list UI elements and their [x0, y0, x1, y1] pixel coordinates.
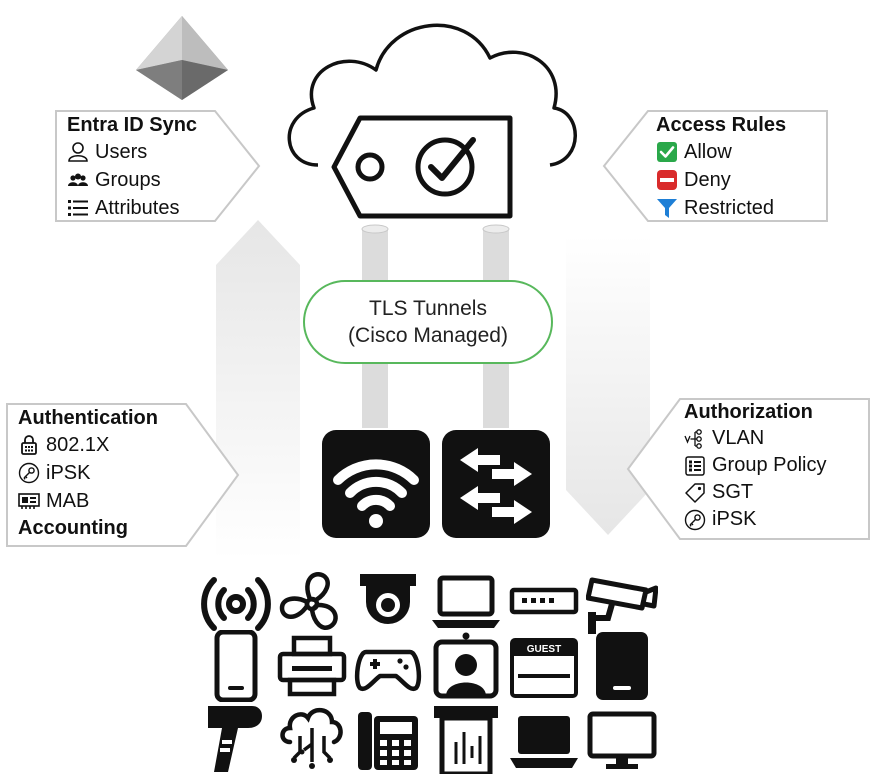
entra-item-attributes: Attributes [67, 194, 197, 222]
accounting-title: Accounting [18, 517, 128, 539]
access-item-allow: Allow [656, 138, 786, 166]
tls-subtitle: (Cisco Managed) [348, 324, 508, 347]
smartphone-icon [200, 630, 272, 702]
key-circle-icon [684, 509, 706, 531]
authz-item-label: Group Policy [712, 454, 827, 476]
panel-outline [626, 398, 870, 540]
vlan-icon [684, 428, 706, 450]
entra-id-sync-panel: Entra ID Sync Users Groups Attributes [55, 110, 261, 222]
authentication-panel: Authentication 802.1X iPSK MAB Accountin… [6, 403, 240, 547]
entra-item-label: Attributes [95, 197, 180, 219]
authorization-panel: Authorization VLAN Group Policy SGT iPSK [626, 398, 870, 540]
monitor-icon [586, 702, 658, 774]
laptop-icon [430, 568, 502, 640]
user-outline-icon [67, 141, 89, 163]
access-item-label: Allow [684, 141, 732, 163]
authz-item-vlan: VLAN [684, 425, 827, 452]
authz-item-label: VLAN [712, 427, 765, 449]
access-item-label: Restricted [684, 197, 775, 219]
auth-item-label: 802.1X [46, 434, 110, 456]
game-controller-icon [352, 630, 424, 702]
tls-tunnels-badge: TLS Tunnels (Cisco Managed) [303, 280, 553, 364]
auth-item-8021x: 802.1X [18, 431, 158, 459]
pos-terminal-icon [430, 702, 502, 774]
auth-item-label: MAB [46, 490, 90, 512]
access-rules-panel: Access Rules Allow Deny Restricted [602, 110, 828, 222]
guest-kiosk-icon: GUEST [508, 630, 580, 702]
desk-phone-icon [352, 702, 424, 774]
dome-camera-icon [352, 568, 424, 640]
auth-item-label: iPSK [46, 462, 91, 484]
barcode-scanner-icon [200, 702, 272, 774]
security-camera-icon [586, 568, 658, 640]
list-icon [67, 197, 89, 219]
blue-funnel-icon [656, 197, 678, 219]
laptop-dark-icon [508, 702, 580, 774]
authz-item-ipsk: iPSK [684, 506, 827, 533]
panel-outline [6, 403, 240, 547]
auth-item-ipsk: iPSK [18, 459, 158, 487]
entra-item-label: Users [95, 141, 148, 163]
network-card-icon [18, 490, 40, 512]
network-switch-icon [508, 568, 580, 640]
wireless-sensor-icon [200, 568, 272, 640]
guest-label: GUEST [527, 644, 561, 655]
down-flow-arrow [566, 235, 650, 535]
cloud-tag-check-icon [331, 115, 513, 219]
authz-panel-title: Authorization [684, 401, 813, 423]
access-item-restricted: Restricted [656, 194, 786, 222]
auth-item-mab: MAB [18, 487, 158, 515]
cloud-iot-icon [276, 702, 348, 774]
entra-id-logo-icon [136, 16, 228, 100]
tag-icon [684, 482, 706, 504]
video-phone-icon [430, 630, 502, 702]
red-deny-icon [656, 169, 678, 191]
wireless-access-point-icon [322, 430, 430, 538]
authz-item-label: SGT [712, 481, 754, 503]
network-switch-device-icon [442, 430, 550, 538]
entra-item-label: Groups [95, 169, 161, 191]
group-policy-icon [684, 455, 706, 477]
lock-icon [18, 434, 40, 456]
authz-item-sgt: SGT [684, 479, 827, 506]
printer-icon [276, 630, 348, 702]
tablet-icon [586, 630, 658, 702]
panel-outline [602, 110, 828, 222]
authz-item-label: iPSK [712, 508, 757, 530]
auth-panel-title: Authentication [18, 407, 158, 429]
panel-outline [55, 110, 261, 222]
green-check-icon [656, 141, 678, 163]
tls-title: TLS Tunnels [369, 297, 487, 320]
authz-item-group-policy: Group Policy [684, 452, 827, 479]
access-panel-title: Access Rules [656, 114, 787, 136]
entra-item-groups: Groups [67, 166, 197, 194]
access-item-label: Deny [684, 169, 731, 191]
entra-item-users: Users [67, 138, 197, 166]
key-circle-icon [18, 462, 40, 484]
access-item-deny: Deny [656, 166, 786, 194]
fan-icon [276, 568, 348, 640]
entra-panel-title: Entra ID Sync [67, 114, 198, 136]
group-icon [67, 169, 89, 191]
